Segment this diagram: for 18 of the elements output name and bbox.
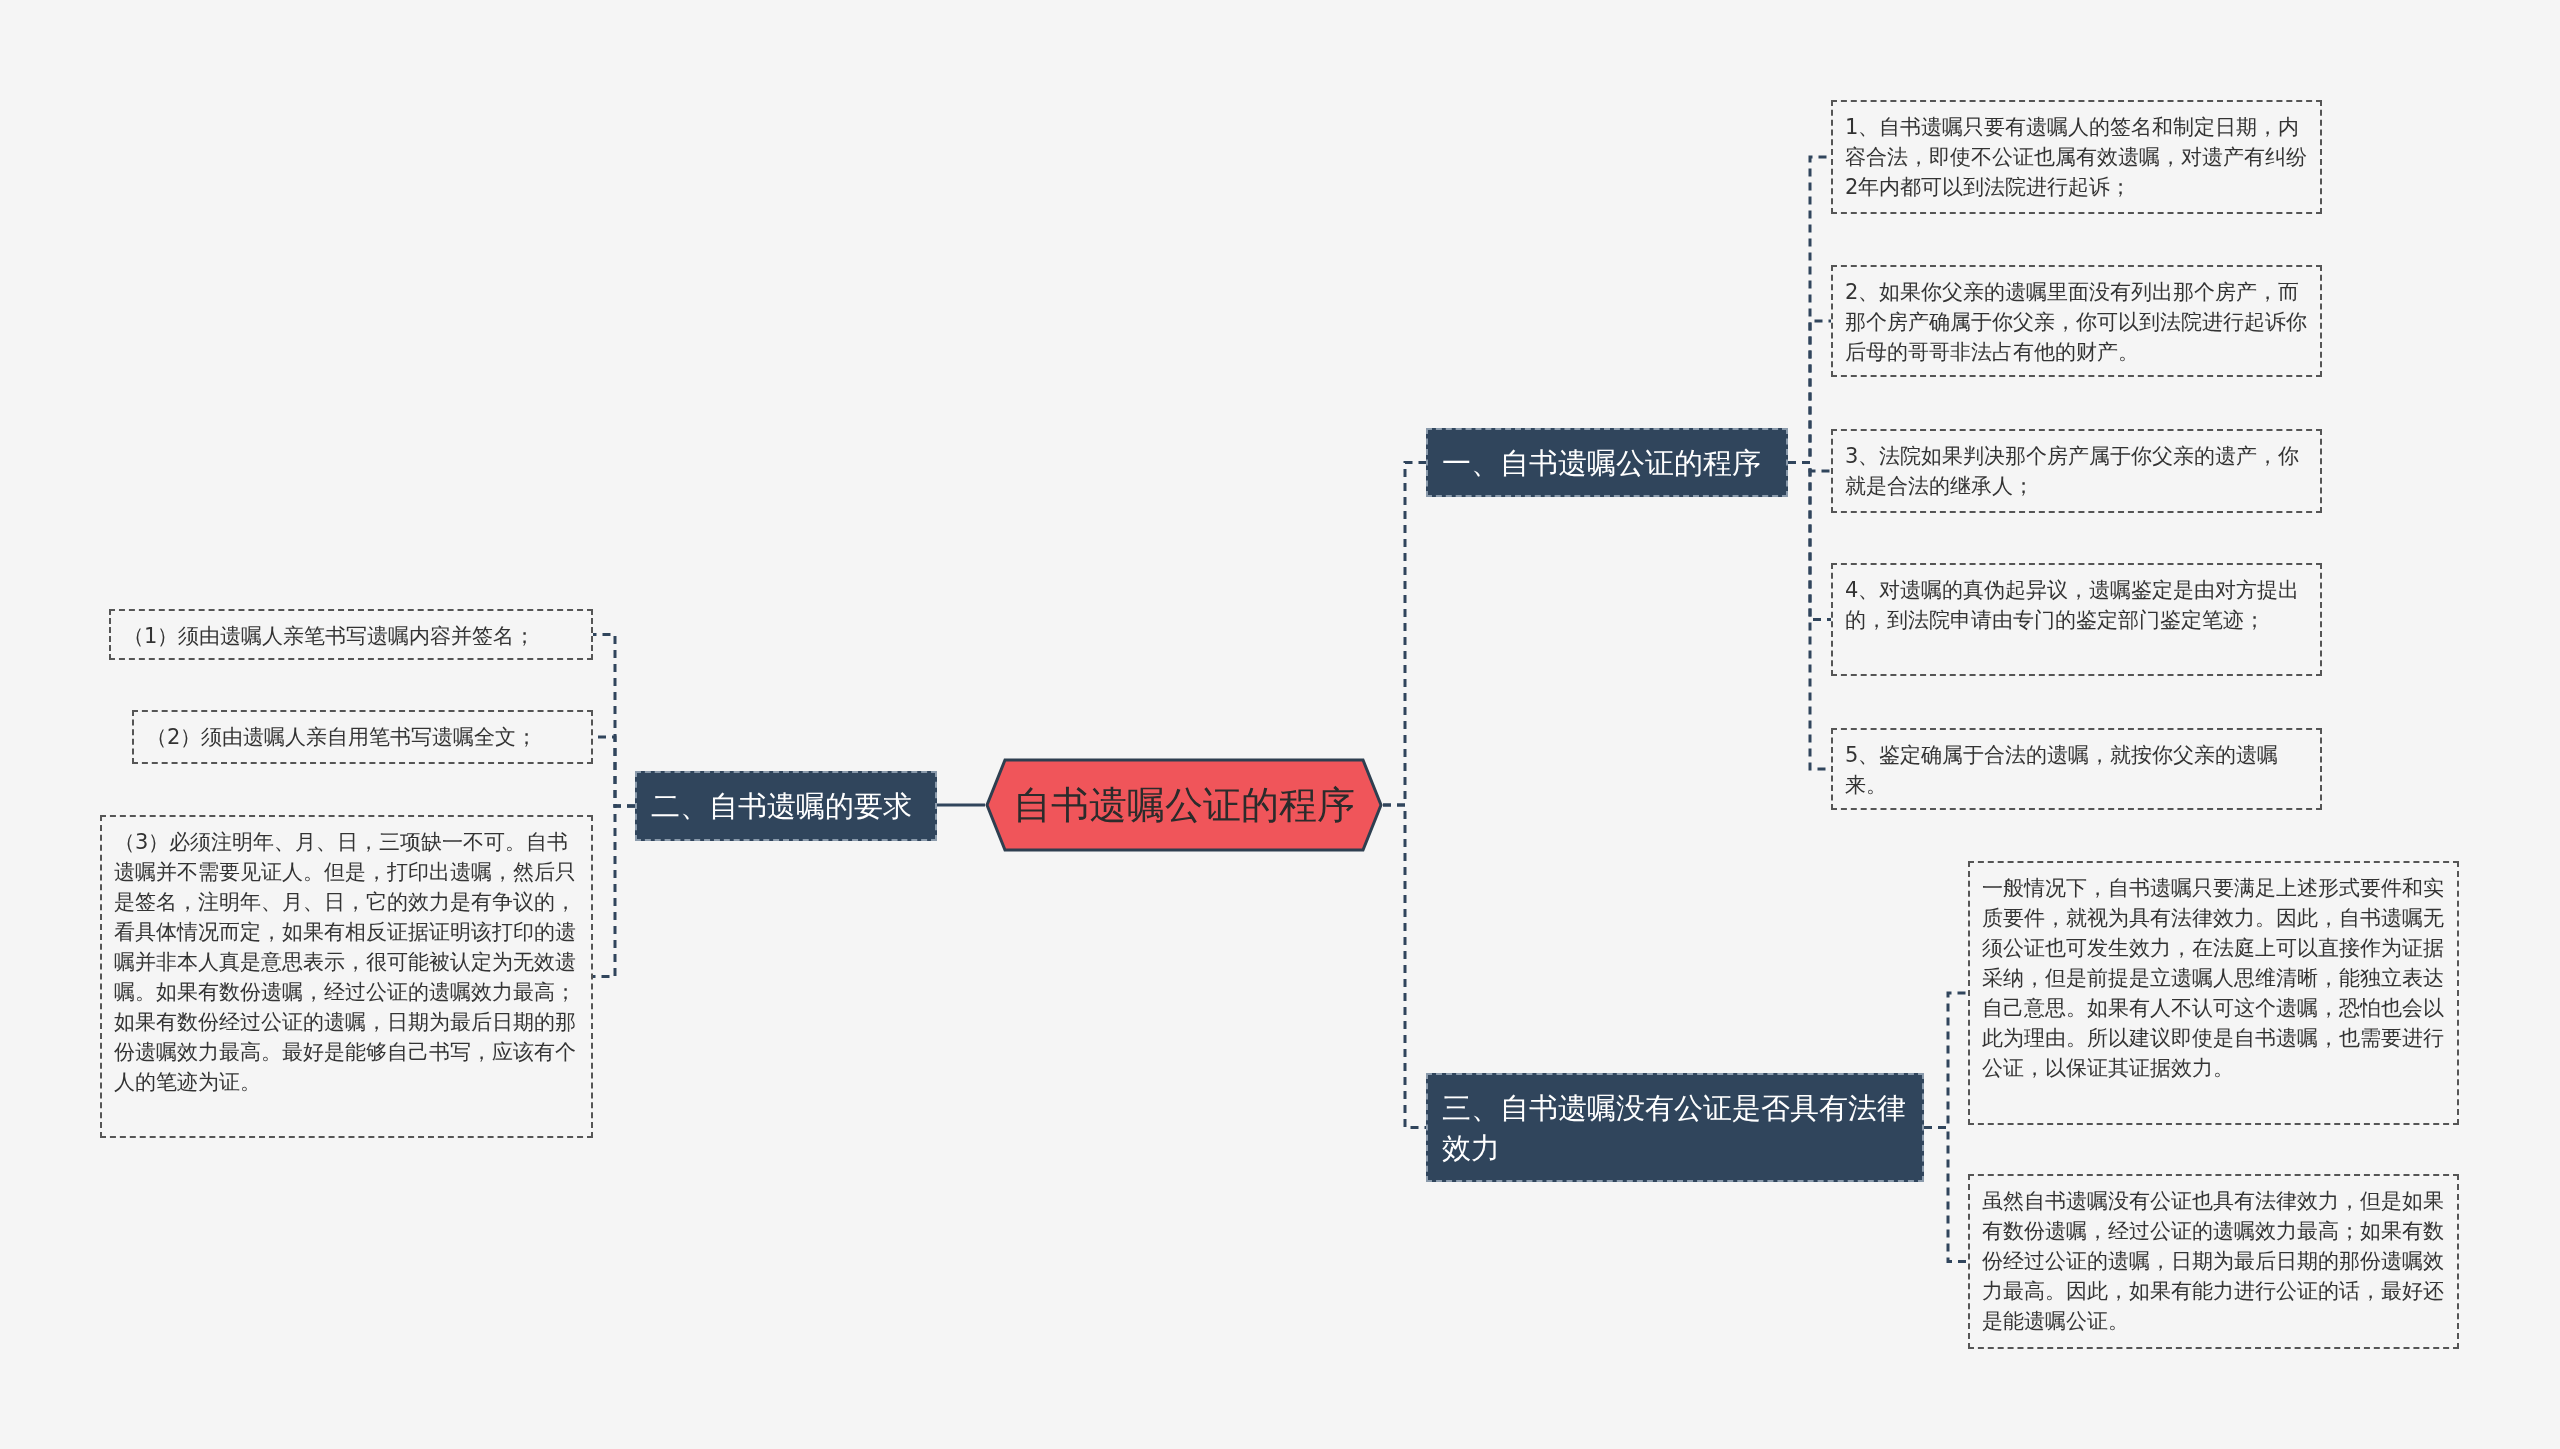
topic-box: 二、自书遗嘱的要求 (635, 771, 937, 841)
topic-box: 一、自书遗嘱公证的程序 (1426, 428, 1788, 497)
text-box: 5、鉴定确属于合法的遗嘱，就按你父亲的遗嘱来。 (1831, 728, 2322, 810)
text-box: （1）须由遗嘱人亲笔书写遗嘱内容并签名； (109, 609, 593, 660)
text-box: 1、自书遗嘱只要有遗嘱人的签名和制定日期，内容合法，即使不公证也属有效遗嘱，对遗产有纠纷2年内都可以到法院进行起诉； (1831, 100, 2322, 214)
text-box: （3）必须注明年、月、日，三项缺一不可。自书遗嘱并不需要见证人。但是，打印出遗嘱，然后只是签名，注明年、月、日，它的效力是有争议的，看具体情况而定，如果有相反证据证明该打印的遗嘱并非本人真是意思表示，很可能被认定为无效遗嘱。如果有数份遗嘱，经过公证的遗嘱效力最高；如果有数份经过公证的遗嘱，日期为最后日期的那份遗嘱效力最高。最好是能够自己书写，应该有个人的笔迹为证。 (100, 815, 593, 1138)
connector-line (1924, 1126, 1968, 1263)
connector-line (937, 803, 985, 807)
connector-line (1383, 803, 1426, 1129)
text-box: 一般情况下，自书遗嘱只要满足上述形式要件和实质要件，就视为具有法律效力。因此，自书遗嘱无须公证也可发生效力，在法庭上可以直接作为证据采纳，但是前提是立遗嘱人思维清晰，能独立表达自己意思。如果有人不认可这个遗嘱，恐怕也会以此为理由。所以建议即使是自书遗嘱，也需要进行公证，以保证其证据效力。 (1968, 861, 2459, 1125)
text-box: （2）须由遗嘱人亲自用笔书写遗嘱全文； (132, 710, 593, 764)
text-box: 虽然自书遗嘱没有公证也具有法律效力，但是如果有数份遗嘱，经过公证的遗嘱效力最高；如果有数份经过公证的遗嘱，日期为最后日期的那份遗嘱效力最高。因此，如果有能力进行公证的话，最好还是能遗嘱公证。 (1968, 1174, 2459, 1349)
connector-line (593, 804, 635, 978)
text-box: 3、法院如果判决那个房产属于你父亲的遗产，你就是合法的继承人； (1831, 429, 2322, 513)
central-topic: 自书遗嘱公证的程序 (985, 758, 1383, 852)
text-box: 4、对遗嘱的真伪起异议，遗嘱鉴定是由对方提出的，到法院申请由专门的鉴定部门鉴定笔迹； (1831, 563, 2322, 676)
text-box: 2、如果你父亲的遗嘱里面没有列出那个房产，而那个房产确属于你父亲，你可以到法院进行起诉你后母的哥哥非法占有他的财产。 (1831, 265, 2322, 377)
topic-box: 三、自书遗嘱没有公证是否具有法律效力 (1426, 1073, 1924, 1182)
